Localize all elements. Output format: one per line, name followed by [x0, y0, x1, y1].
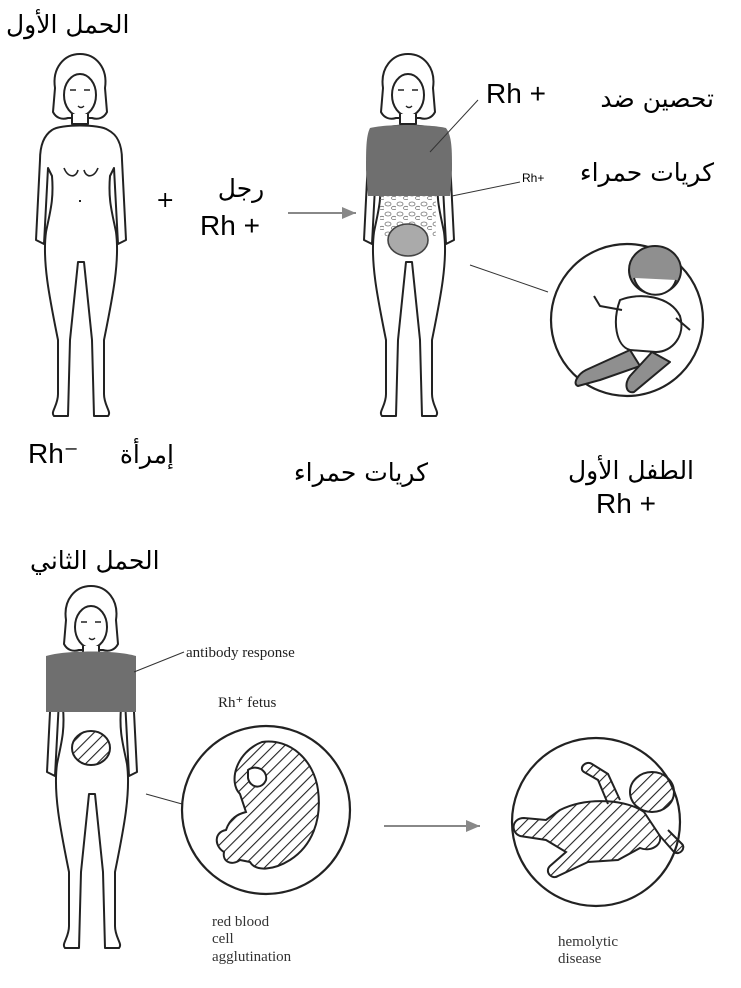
- disease-line-2: disease: [558, 951, 618, 968]
- man-label: رجل: [206, 176, 276, 201]
- hemolytic-disease-label: hemolytic disease: [558, 934, 618, 969]
- woman-figure-second: [46, 586, 137, 948]
- immunization-rh-label: Rh +: [486, 80, 546, 108]
- plus-sign: +: [156, 190, 174, 212]
- first-child-rh-label: Rh +: [596, 490, 656, 518]
- disease-line-1: hemolytic: [558, 934, 618, 951]
- second-pregnancy-heading: الحمل الثاني: [30, 548, 180, 573]
- agglutination-line-2: cell: [212, 931, 291, 948]
- rbc-callout-label: كريات حمراء: [560, 160, 714, 185]
- immunization-label: تحصين ضد: [572, 86, 714, 111]
- rbc-callout-rh: Rh+: [522, 172, 544, 184]
- connector-lines-bottom: [134, 652, 184, 804]
- first-pregnancy-heading: الحمل الأول: [6, 12, 146, 37]
- woman-figure-immunized: [70, 54, 454, 416]
- rh-fetus-label: Rh⁺ fetus: [218, 696, 276, 711]
- agglutination-label: red blood cell agglutination: [212, 914, 291, 966]
- antibody-response-label: antibody response: [186, 646, 295, 661]
- agglutination-line-1: red blood: [212, 914, 291, 931]
- woman-figure-first: [36, 54, 126, 416]
- disease-circle: [512, 738, 683, 906]
- agglutination-line-3: agglutination: [212, 949, 291, 966]
- man-rh-label: Rh +: [200, 212, 260, 240]
- fetus-circle: [182, 726, 350, 894]
- first-child-label: الطفل الأول: [556, 458, 706, 483]
- woman-label: إمرأة: [104, 442, 174, 467]
- red-cells-label: كريات حمراء: [276, 460, 446, 485]
- woman-rh-label: Rh⁻: [28, 440, 79, 468]
- first-child-circle: [551, 244, 703, 396]
